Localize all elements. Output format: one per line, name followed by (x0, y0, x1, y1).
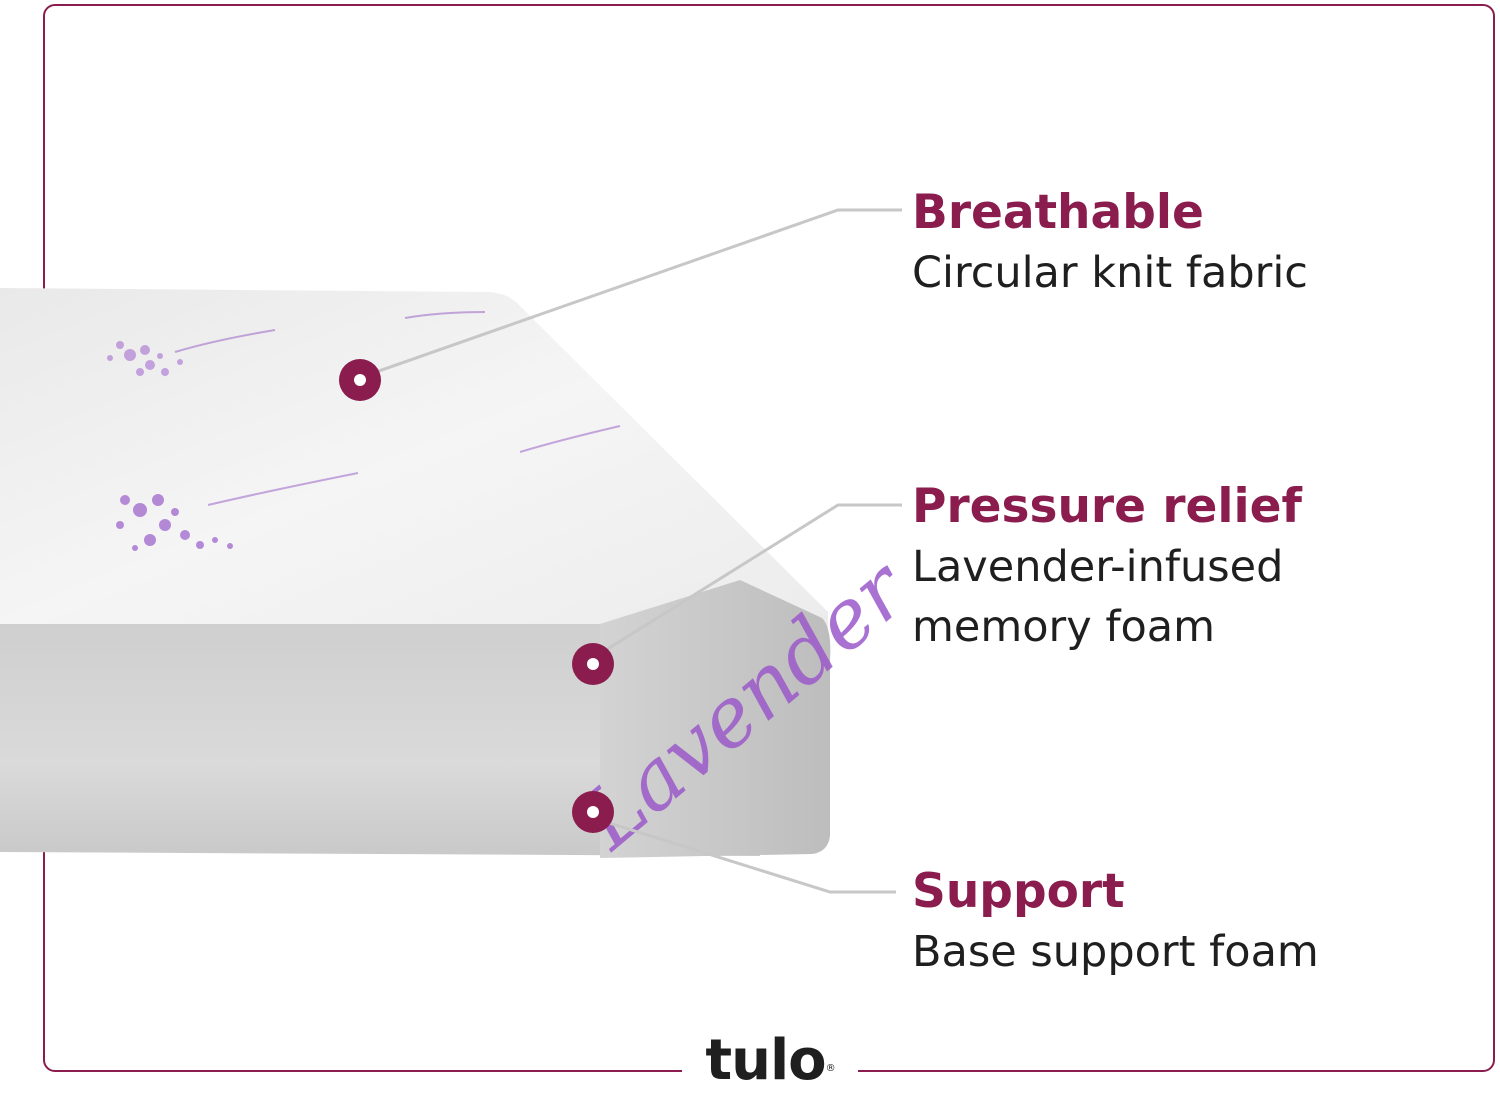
marker-support (572, 791, 614, 833)
brand-wordmark: tulo (705, 1028, 826, 1093)
feature-description: Lavender-infused (912, 542, 1284, 592)
registered-mark: ® (825, 1063, 836, 1074)
feature-title: Breathable (912, 185, 1204, 240)
flower-print-2 (116, 494, 233, 551)
callout-line-breathable (375, 208, 902, 374)
flower-print-1 (107, 341, 183, 376)
feature-title: Support (912, 864, 1125, 919)
callout-lines (375, 208, 902, 894)
callout-line-pressure (605, 503, 902, 652)
mattress-end (600, 580, 831, 858)
feature-description: Circular knit fabric (912, 248, 1308, 298)
feature-breathable: Breathable Circular knit fabric (912, 183, 1308, 303)
feature-support: Support Base support foam (912, 862, 1319, 982)
feature-description: memory foam (912, 602, 1216, 652)
script-print-marks (174, 311, 621, 506)
callout-line-support (605, 820, 896, 894)
feature-title: Pressure relief (912, 479, 1302, 534)
brand-logo: tulo® (700, 1030, 840, 1092)
marker-breathable (339, 359, 381, 401)
logo-gap (682, 1060, 858, 1092)
marker-pressure (572, 643, 614, 685)
mattress-top (0, 288, 828, 628)
feature-description: Base support foam (912, 927, 1319, 977)
feature-pressure-relief: Pressure relief Lavender-infused memory … (912, 477, 1302, 657)
mattress-side (0, 624, 760, 856)
